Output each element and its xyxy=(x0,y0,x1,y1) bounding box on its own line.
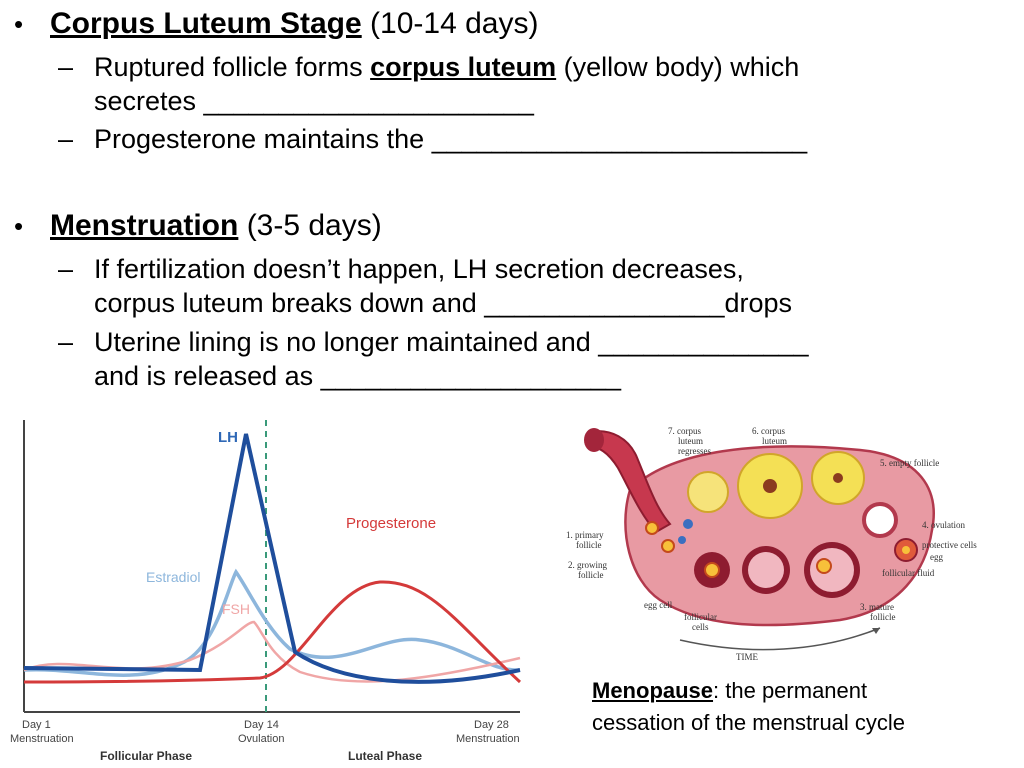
label-2b: follicle xyxy=(578,570,604,580)
tick-day1-sub: Menstruation xyxy=(10,733,74,745)
label-7a: 7. corpus xyxy=(668,426,701,436)
subitem-progesterone-maintains: – Progesterone maintains the ___________… xyxy=(58,124,808,154)
term-menopause: Menopause xyxy=(592,678,714,703)
duration-menstruation: (3-5 days) xyxy=(246,209,382,242)
subitem-ruptured-follicle: – Ruptured follicle forms corpus luteum … xyxy=(58,52,800,116)
bullet-menstruation: • Menstruation (3-5 days) xyxy=(14,208,382,244)
label-5: 5. empty follicle xyxy=(880,458,939,468)
label-2a: 2. growing xyxy=(568,560,607,570)
bullet-dot: • xyxy=(14,9,24,39)
progesterone-curve xyxy=(23,580,522,684)
label-protective-cells: protective cells xyxy=(922,540,977,550)
corpus-luteum-regresses-shape xyxy=(687,471,729,513)
label-1b: follicle xyxy=(576,540,602,550)
label-estradiol: Estradiol xyxy=(146,569,200,585)
tick-day28: Day 28 xyxy=(474,719,509,731)
ovulation-follicle-shape xyxy=(862,502,898,538)
label-follicular-phase: Follicular Phase xyxy=(100,749,192,763)
label-follicular-cells-2: cells xyxy=(692,622,709,632)
time-arrow xyxy=(679,627,881,651)
term-corpus-luteum: corpus luteum xyxy=(370,52,557,82)
label-egg-cell: egg cell xyxy=(644,600,673,610)
bullet-corpus-luteum-stage: • Corpus Luteum Stage (10-14 days) xyxy=(14,6,538,42)
corpus-luteum-center xyxy=(763,479,777,493)
label-6a: 6. corpus xyxy=(752,426,785,436)
label-1a: 1. primary xyxy=(566,530,604,540)
duration-corpus-luteum: (10-14 days) xyxy=(370,7,539,40)
vessel-opening xyxy=(584,428,604,452)
menopause-definition: Menopause: the permanent cessation of th… xyxy=(592,678,906,735)
tick-day28-sub: Menstruation xyxy=(456,733,520,745)
lh-curve xyxy=(23,433,521,684)
estradiol-curve xyxy=(23,568,521,677)
hormone-cycle-chart: LH Estradiol FSH Progesterone Day 1 Mens… xyxy=(0,412,540,768)
heading-corpus-luteum-stage: Corpus Luteum Stage xyxy=(50,7,362,40)
heading-menstruation: Menstruation xyxy=(50,209,239,242)
label-progesterone: Progesterone xyxy=(346,515,436,532)
label-egg: egg xyxy=(930,552,943,562)
label-time: TIME xyxy=(736,652,758,662)
tick-day14: Day 14 xyxy=(244,719,279,731)
subitem-uterine-lining: – Uterine lining is no longer maintained… xyxy=(58,327,809,391)
label-follicular-fluid: follicular fluid xyxy=(882,568,935,578)
label-fsh: FSH xyxy=(222,601,250,617)
tick-day14-sub: Ovulation xyxy=(238,733,284,745)
label-follicular-cells-1: follicular xyxy=(684,612,717,622)
label-6b: luteum xyxy=(762,436,787,446)
ovary-diagram: 7. corpus luteum regresses 6. corpus lut… xyxy=(560,420,1010,668)
label-3b: follicle xyxy=(870,612,896,622)
primary-follicle-shape xyxy=(645,521,659,535)
label-luteal-phase: Luteal Phase xyxy=(348,749,422,763)
label-3a: 3. mature xyxy=(860,602,894,612)
subitem-fertilization: – If fertilization doesn’t happen, LH se… xyxy=(58,254,793,318)
label-lh: LH xyxy=(218,429,238,446)
bullet-dot: • xyxy=(14,211,24,241)
label-7b: luteum xyxy=(678,436,703,446)
label-7c: regresses xyxy=(678,446,711,456)
blood-vessel xyxy=(589,430,672,534)
tick-day1: Day 1 xyxy=(22,719,51,731)
label-4: 4. ovulation xyxy=(922,520,965,530)
